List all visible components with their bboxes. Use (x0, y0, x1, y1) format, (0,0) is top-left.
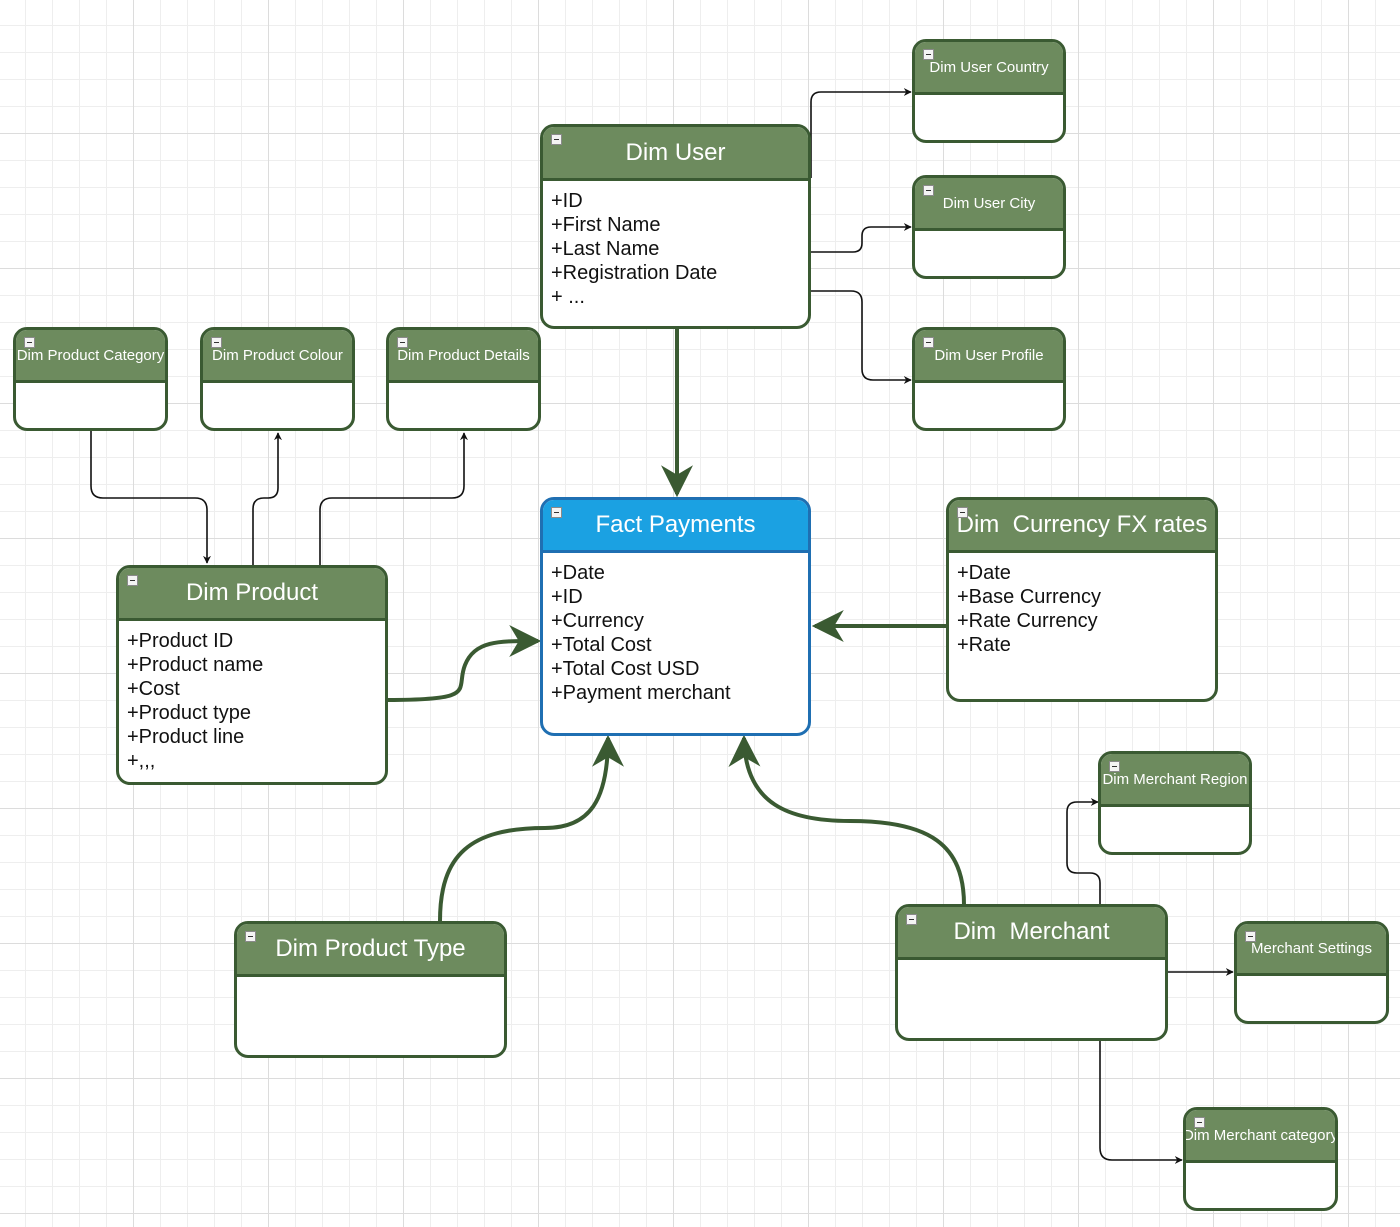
entity-title: Dim Merchant category (1183, 1126, 1338, 1144)
attribute: +Product name (127, 654, 264, 676)
connector-merchant-to-region (1066, 798, 1101, 905)
attribute: +Last Name (551, 238, 660, 260)
attribute-list: +ID +First Name +Last Name +Registration… (543, 181, 808, 309)
attribute: +Cost (127, 678, 180, 700)
attribute: +,,, (127, 750, 156, 772)
connector-merchant-to-fact (728, 734, 966, 906)
collapse-minus-icon[interactable] (1245, 931, 1256, 942)
attribute: +Product ID (127, 630, 234, 652)
entity-header[interactable]: Dim Product Type (237, 924, 504, 977)
entity-title: Dim Product Colour (212, 346, 343, 364)
entity-header[interactable]: Dim User Country (915, 42, 1063, 95)
collapse-minus-icon[interactable] (906, 914, 917, 925)
attribute: +Date (957, 562, 1011, 584)
entity-dim-product[interactable]: Dim Product +Product ID +Product name +C… (116, 565, 388, 785)
entity-header[interactable]: Dim Currency FX rates (949, 500, 1215, 553)
connector-product-type-to-fact (438, 734, 624, 922)
collapse-minus-icon[interactable] (1194, 1117, 1205, 1128)
attribute: +Base Currency (957, 586, 1101, 608)
collapse-minus-icon[interactable] (1109, 761, 1120, 772)
entity-header[interactable]: Dim Merchant category (1186, 1110, 1335, 1163)
attribute: +Registration Date (551, 262, 718, 284)
entity-title: Dim Merchant (953, 918, 1110, 945)
collapse-minus-icon[interactable] (957, 507, 968, 518)
entity-title: Dim User Profile (934, 346, 1044, 364)
collapse-minus-icon[interactable] (127, 575, 138, 586)
entity-dim-product-type[interactable]: Dim Product Type (234, 921, 507, 1058)
attribute: +Rate (957, 634, 1011, 656)
entity-title: Dim Merchant Region (1102, 770, 1248, 788)
entity-title: Dim Product Type (275, 935, 466, 962)
entity-dim-product-colour[interactable]: Dim Product Colour (200, 327, 355, 431)
entity-header[interactable]: Dim Product Details (389, 330, 538, 383)
entity-header[interactable]: Dim Merchant (898, 907, 1165, 960)
entity-header[interactable]: Dim Product Category (16, 330, 165, 383)
entity-title: Dim Currency FX rates (956, 511, 1208, 538)
entity-dim-user-profile[interactable]: Dim User Profile (912, 327, 1066, 431)
connector-merchant-to-category (1099, 1040, 1183, 1164)
attribute-list: +Date +Base Currency +Rate Currency +Rat… (949, 553, 1215, 657)
entity-dim-merchant-category[interactable]: Dim Merchant category (1183, 1107, 1338, 1211)
collapse-minus-icon[interactable] (551, 507, 562, 518)
entity-dim-user-country[interactable]: Dim User Country (912, 39, 1066, 143)
attribute: + ... (551, 286, 585, 308)
connector-product-to-details (319, 432, 468, 565)
entity-title: Dim Product Details (397, 346, 530, 364)
entity-fact-payments[interactable]: Fact Payments +Date +ID +Currency +Total… (540, 497, 811, 736)
attribute: +ID (551, 586, 583, 608)
collapse-minus-icon[interactable] (551, 134, 562, 145)
entity-header[interactable]: Dim User Profile (915, 330, 1063, 383)
entity-dim-product-details[interactable]: Dim Product Details (386, 327, 541, 431)
collapse-minus-icon[interactable] (245, 931, 256, 942)
attribute-list: +Product ID +Product name +Cost +Product… (119, 621, 385, 773)
attribute: +Total Cost (551, 634, 652, 656)
entity-dim-merchant[interactable]: Dim Merchant (895, 904, 1168, 1041)
attribute: +ID (551, 190, 583, 212)
collapse-minus-icon[interactable] (397, 337, 408, 348)
connector-user-to-profile (811, 290, 912, 384)
collapse-minus-icon[interactable] (211, 337, 222, 348)
connector-product-to-colour (252, 432, 282, 565)
entity-title: Merchant Settings (1251, 940, 1372, 957)
connector-product-to-fact (387, 624, 542, 702)
entity-header[interactable]: Dim Product Colour (203, 330, 352, 383)
entity-header[interactable]: Merchant Settings (1237, 924, 1386, 976)
entity-dim-product-category[interactable]: Dim Product Category (13, 327, 168, 431)
collapse-minus-icon[interactable] (923, 337, 934, 348)
entity-merchant-settings[interactable]: Merchant Settings (1234, 921, 1389, 1024)
attribute: +Payment merchant (551, 682, 731, 704)
entity-title: Dim User City (942, 194, 1036, 212)
attribute: +Date (551, 562, 605, 584)
entity-header[interactable]: Dim User (543, 127, 808, 181)
attribute: +Rate Currency (957, 610, 1098, 632)
entity-title: Dim Product Category (16, 346, 165, 364)
entity-dim-user-city[interactable]: Dim User City (912, 175, 1066, 279)
attribute: +Currency (551, 610, 644, 632)
collapse-minus-icon[interactable] (923, 49, 934, 60)
entity-title: Dim Product (185, 579, 319, 606)
entity-dim-user[interactable]: Dim User +ID +First Name +Last Name +Reg… (540, 124, 811, 329)
collapse-minus-icon[interactable] (24, 337, 35, 348)
collapse-minus-icon[interactable] (923, 185, 934, 196)
attribute: +Product type (127, 702, 251, 724)
entity-dim-currency-fx-rates[interactable]: Dim Currency FX rates +Date +Base Curren… (946, 497, 1218, 702)
connector-user-to-city (811, 223, 912, 253)
entity-header[interactable]: Dim Merchant Region (1101, 754, 1249, 807)
entity-title: Fact Payments (595, 511, 756, 538)
entity-header[interactable]: Fact Payments (543, 500, 808, 553)
attribute: +Product line (127, 726, 245, 748)
entity-header[interactable]: Dim Product (119, 568, 385, 621)
entity-title: Dim User (625, 138, 726, 166)
attribute-list: +Date +ID +Currency +Total Cost +Total C… (543, 553, 808, 705)
attribute: +First Name (551, 214, 661, 236)
attribute: +Total Cost USD (551, 658, 700, 680)
entity-title: Dim User Country (929, 58, 1049, 76)
connector-user-to-country (810, 88, 912, 178)
entity-dim-merchant-region[interactable]: Dim Merchant Region (1098, 751, 1252, 855)
entity-header[interactable]: Dim User City (915, 178, 1063, 231)
connector-category-to-product (90, 431, 211, 564)
